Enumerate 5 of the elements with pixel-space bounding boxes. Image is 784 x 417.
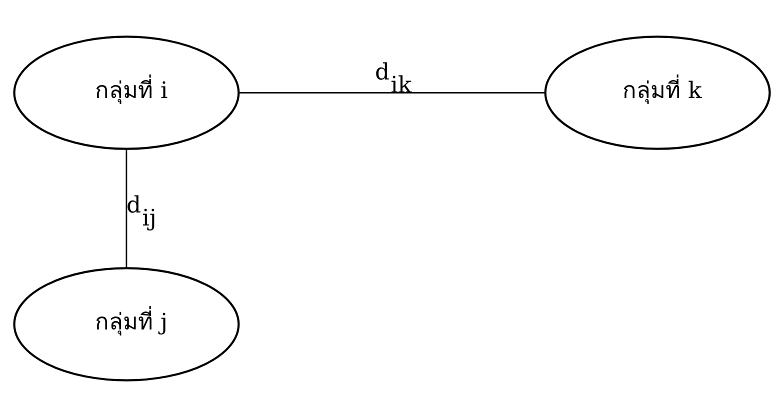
connector xyxy=(239,92,546,94)
node-ellipse: กลุ่มที่ j xyxy=(13,267,240,382)
node-ellipse: กลุ่มที่ i xyxy=(13,36,240,150)
connector xyxy=(126,148,128,268)
node-ellipse: กลุ่มที่ k xyxy=(544,36,771,150)
